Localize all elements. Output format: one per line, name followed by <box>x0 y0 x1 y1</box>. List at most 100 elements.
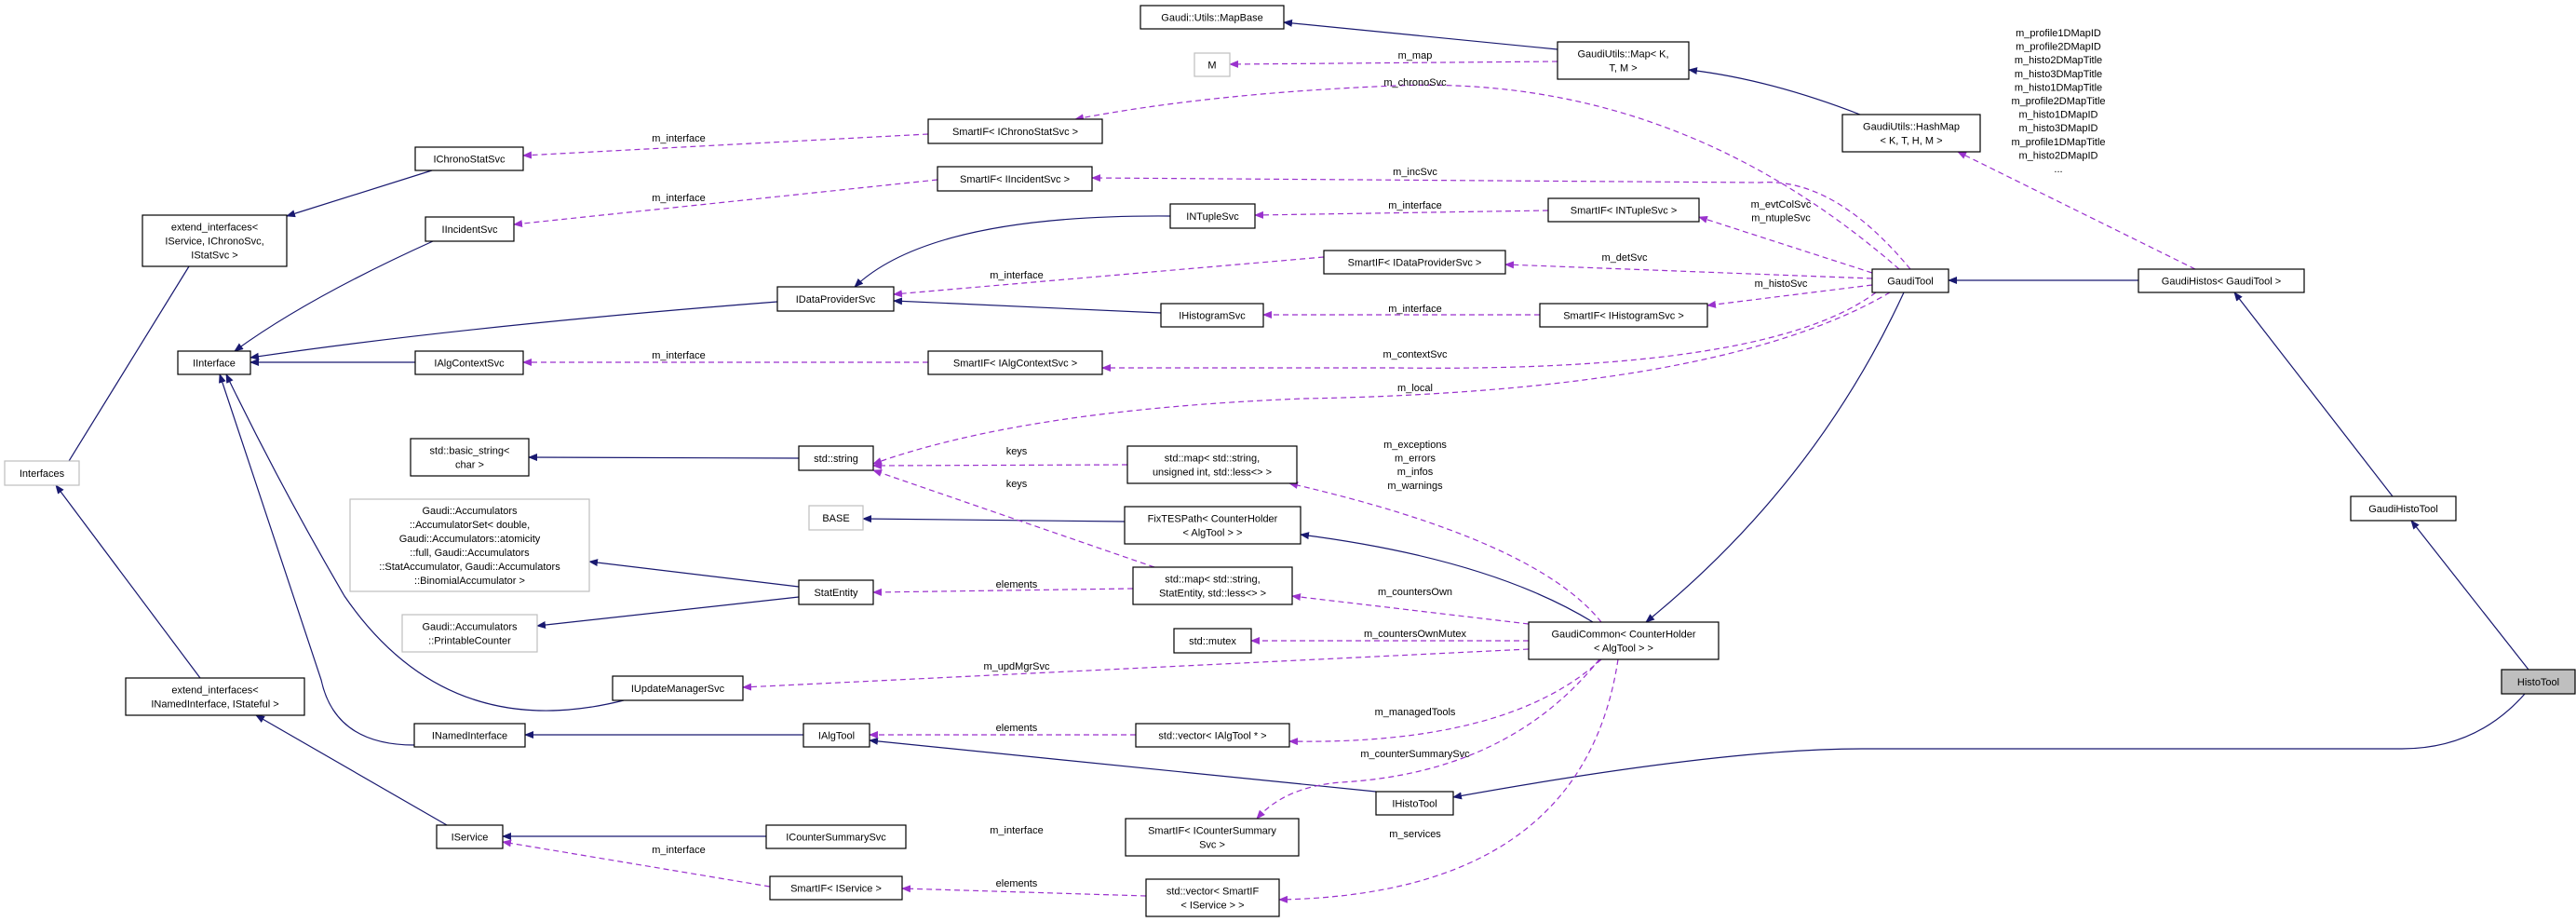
class-node-iservice[interactable]: IService <box>436 824 504 849</box>
class-node-iupdmgr[interactable]: IUpdateManagerSvc <box>612 675 744 701</box>
class-node-printable[interactable]: Gaudi::Accumulators::PrintableCounter <box>401 614 538 653</box>
node-label: std::string <box>814 454 858 465</box>
class-node-ialgctx[interactable]: IAlgContextSvc <box>414 350 524 375</box>
inheritance-edge-gaudihistotool-to-gaudihistos <box>2233 292 2394 497</box>
usage-edge-vecsisvc-to-sisvc <box>502 839 771 888</box>
class-node-vecalgtool[interactable]: std::vector< IAlgTool * > <box>1135 723 1290 748</box>
usage-edge-gaudicommon-to-mapuint <box>1288 481 1602 623</box>
class-node-iinterface[interactable]: IInterface <box>177 350 251 375</box>
class-node-sichrono[interactable]: SmartIF< IChronoStatSvc > <box>927 118 1103 144</box>
inheritance-edge-iincident-to-iinterface <box>234 240 434 352</box>
edge-label-text: m_interface <box>990 825 1043 836</box>
edge-label-text: m_exceptions <box>1383 440 1447 451</box>
node-label: Svc > <box>1199 840 1225 851</box>
class-node-siincident[interactable]: SmartIF< IIncidentSvc > <box>937 166 1093 192</box>
class-node-extnamed[interactable]: extend_interfaces<INamedInterface, IStat… <box>125 677 305 716</box>
node-label: INamedInterface <box>432 731 507 742</box>
edge-labels-layer: m_interfacem_interfacem_interfacem_inter… <box>652 28 2105 889</box>
class-node-extsvc[interactable]: extend_interfaces<IService, IChronoSvc,I… <box>142 214 288 267</box>
class-node-ihistotool[interactable]: IHistoTool <box>1375 791 1454 816</box>
node-label: ICounterSummarySvc <box>786 833 886 844</box>
edge-label-text: elements <box>996 723 1038 734</box>
edge-label-text: m_interface <box>652 845 705 856</box>
node-label: GaudiHistos< GaudiTool > <box>2162 277 2281 288</box>
class-node-gaudihistotool[interactable]: GaudiHistoTool <box>2350 495 2457 522</box>
class-node-fixtes[interactable]: FixTESPath< CounterHolder< AlgTool > > <box>1124 506 1301 545</box>
edge-label: m_counterSummarySvc <box>1360 749 1470 760</box>
class-node-base[interactable]: BASE <box>808 505 864 531</box>
class-node-sialgctx[interactable]: SmartIF< IAlgContextSvc > <box>927 350 1103 375</box>
node-box <box>401 614 538 653</box>
class-node-icounter[interactable]: ICounterSummarySvc <box>765 824 907 849</box>
inheritance-edge-gumap-to-mapbase <box>1283 19 1558 50</box>
node-label: StatEntity <box>814 588 858 599</box>
node-label: IHistoTool <box>1392 799 1436 810</box>
class-node-vecsisvc[interactable]: std::vector< SmartIF< IService > > <box>1145 878 1280 917</box>
class-node-sidp[interactable]: SmartIF< IDataProviderSvc > <box>1323 250 1506 275</box>
class-node-ihist[interactable]: IHistogramSvc <box>1160 303 1264 328</box>
node-box <box>1160 303 1264 328</box>
inheritance-edge-iupdmgr-to-iinterface <box>225 373 625 712</box>
edge-label-text: ... <box>2054 164 2062 175</box>
class-node-basicstr[interactable]: std::basic_string<char > <box>410 438 530 477</box>
node-box <box>1375 791 1454 816</box>
class-node-ialgtool[interactable]: IAlgTool <box>802 723 870 748</box>
node-box <box>410 438 530 477</box>
node-label: < AlgTool > > <box>1183 528 1243 539</box>
node-box <box>769 875 903 901</box>
edge-label: m_incSvc <box>1393 167 1437 178</box>
node-label: IHistogramSvc <box>1179 311 1246 322</box>
node-box <box>413 723 526 748</box>
class-node-sihist[interactable]: SmartIF< IHistogramSvc > <box>1539 303 1708 328</box>
usage-edge-gauditool-to-siincident <box>1091 174 1911 270</box>
node-label: < K, T, H, M > <box>1880 136 1942 147</box>
edge-label-text: m_interface <box>652 350 705 361</box>
node-box <box>414 350 524 375</box>
class-node-stdstring[interactable]: std::string <box>798 445 874 471</box>
node-label: Gaudi::Utils::MapBase <box>1161 13 1262 24</box>
edge-label: m_interface <box>652 350 705 361</box>
edge-label-text: keys <box>1006 446 1028 457</box>
class-node-histotool[interactable]: HistoTool <box>2501 669 2576 695</box>
class-node-statentity[interactable]: StatEntity <box>798 579 874 605</box>
class-node-hashmap[interactable]: GaudiUtils::HashMap< K, T, H, M > <box>1841 114 1981 153</box>
class-node-sintuple[interactable]: SmartIF< INTupleSvc > <box>1547 197 1700 223</box>
class-node-gauditool[interactable]: GaudiTool <box>1871 268 1949 293</box>
node-label: T, M > <box>1609 63 1637 75</box>
node-label: IService, IChronoSvc, <box>165 237 263 248</box>
node-label: IDataProviderSvc <box>796 294 876 305</box>
class-node-gaudihistos[interactable]: GaudiHistos< GaudiTool > <box>2138 268 2305 293</box>
class-node-ichrono[interactable]: IChronoStatSvc <box>414 146 524 171</box>
class-node-mapuint[interactable]: std::map< std::string,unsigned int, std:… <box>1126 445 1298 484</box>
node-box <box>927 118 1103 144</box>
edge-label: m_detSvc <box>1602 252 1648 264</box>
class-node-gumap[interactable]: GaudiUtils::Map< K,T, M > <box>1557 41 1690 80</box>
edge-label: m_local <box>1397 383 1433 394</box>
class-node-accset[interactable]: Gaudi::Accumulators::AccumulatorSet< dou… <box>349 498 590 592</box>
inheritance-edge-histotool-to-gaudihistotool <box>2410 520 2529 671</box>
node-box <box>425 216 515 242</box>
node-label: SmartIF< IDataProviderSvc > <box>1348 258 1482 269</box>
node-box <box>1126 445 1298 484</box>
class-node-idp[interactable]: IDataProviderSvc <box>776 286 895 312</box>
class-node-sisvc[interactable]: SmartIF< IService > <box>769 875 903 901</box>
node-box <box>1871 268 1949 293</box>
class-node-mapbase[interactable]: Gaudi::Utils::MapBase <box>1140 5 1285 30</box>
edge-label: m_services <box>1389 829 1441 840</box>
class-node-M[interactable]: M <box>1194 52 1231 77</box>
class-node-sicounter[interactable]: SmartIF< ICounterSummarySvc > <box>1125 818 1300 857</box>
class-node-iincident[interactable]: IIncidentSvc <box>425 216 515 242</box>
class-node-mutex[interactable]: std::mutex <box>1173 628 1252 654</box>
node-box <box>1557 41 1690 80</box>
usage-edge-gaudicommon-to-iupdmgr <box>742 648 1530 691</box>
class-node-inamed[interactable]: INamedInterface <box>413 723 526 748</box>
usage-edge-gaudicommon-to-sicounter <box>1256 658 1600 820</box>
edge-label-text: m_managedTools <box>1375 707 1456 718</box>
node-label: IAlgContextSvc <box>434 359 505 370</box>
class-node-mapstat[interactable]: std::map< std::string,StatEntity, std::l… <box>1132 566 1293 605</box>
class-node-intuple[interactable]: INTupleSvc <box>1169 203 1256 229</box>
class-node-interfaces[interactable]: Interfaces <box>4 460 80 486</box>
class-node-gaudicommon[interactable]: GaudiCommon< CounterHolder< AlgTool > > <box>1528 621 1720 660</box>
node-label: SmartIF< ICounterSummary <box>1148 826 1276 837</box>
